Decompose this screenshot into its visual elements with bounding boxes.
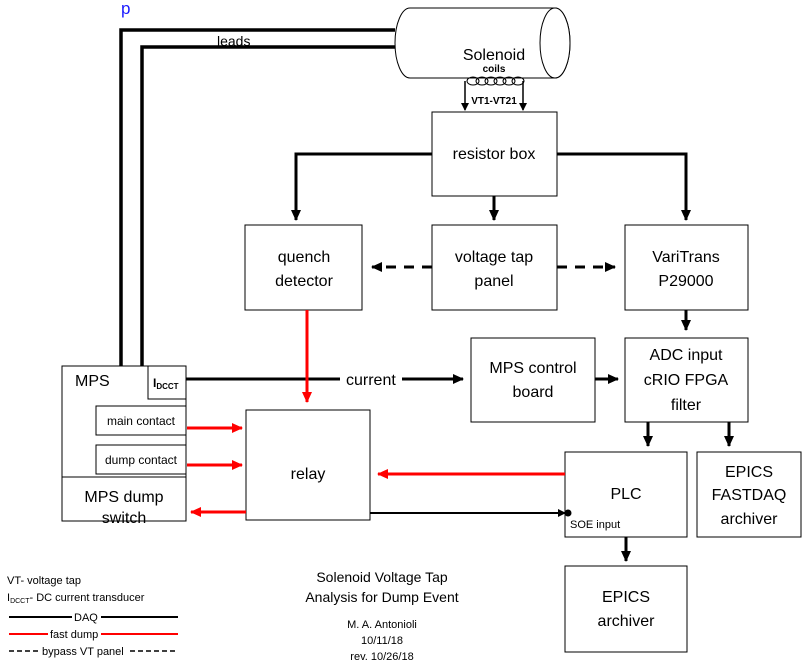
legend: VT- voltage tap IDCCT- DC current transd… bbox=[7, 575, 178, 658]
vt-taps-label: VT1-VT21 bbox=[471, 96, 517, 107]
idcct-label: IDCCT bbox=[153, 376, 179, 391]
resistor-box-label: resistor box bbox=[453, 146, 536, 163]
epics-archiver-box bbox=[564, 565, 688, 653]
epics-fastdaq-label-1: EPICS bbox=[725, 464, 773, 481]
mps-dump-switch-label-1: MPS dump bbox=[84, 489, 163, 506]
dump-contact-box bbox=[95, 444, 187, 475]
voltage-tap-panel-box bbox=[431, 224, 558, 311]
mps-dump-switch-label-2: switch bbox=[102, 510, 146, 527]
header-fragment: p bbox=[121, 0, 130, 18]
title-date: 10/11/18 bbox=[361, 635, 403, 647]
legend-bypass: bypass VT panel bbox=[42, 646, 124, 658]
legend-daq: DAQ bbox=[74, 612, 98, 624]
plc-label: PLC bbox=[610, 486, 641, 503]
adc-label-3: filter bbox=[671, 397, 702, 414]
relay-box bbox=[245, 409, 371, 521]
relay-label: relay bbox=[291, 466, 326, 483]
epics-fastdaq-label-3: archiver bbox=[721, 511, 779, 528]
adc-label-2: cRIO FPGA bbox=[644, 372, 729, 389]
legend-vt: VT- voltage tap bbox=[7, 575, 81, 587]
resistor-outputs bbox=[291, 152, 691, 221]
quench-detector-label-2: detector bbox=[275, 273, 333, 290]
main-contact-label: main contact bbox=[107, 414, 176, 428]
mps-control-board-label-1: MPS control bbox=[489, 360, 576, 377]
coils-label: coils bbox=[483, 64, 506, 75]
leads-lines bbox=[119, 28, 395, 366]
adc-label-1: ADC input bbox=[650, 347, 723, 364]
legend-idcct: IDCCT- DC current transducer bbox=[7, 592, 145, 605]
quench-detector-box bbox=[244, 224, 363, 311]
adc-outputs bbox=[643, 422, 734, 447]
solenoid: Solenoid coils VT1-VT21 bbox=[394, 7, 571, 111]
epics-fastdaq-label-2: FASTDAQ bbox=[712, 487, 787, 504]
idcct-box bbox=[147, 365, 187, 400]
coil-loops bbox=[466, 76, 525, 86]
leads-label: leads bbox=[217, 33, 250, 49]
voltage-tap-panel-label-1: voltage tap bbox=[455, 249, 533, 266]
legend-fast-dump: fast dump bbox=[50, 629, 98, 641]
varitrans-label-2: P29000 bbox=[658, 273, 713, 290]
mps-label: MPS bbox=[75, 373, 110, 390]
mps-control-board-box bbox=[470, 337, 596, 423]
main-contact-box bbox=[95, 405, 187, 436]
epics-fastdaq-box bbox=[696, 451, 802, 538]
solenoid-title: Solenoid bbox=[463, 47, 525, 64]
title-line-1: Solenoid Voltage Tap bbox=[316, 569, 448, 585]
dump-contact-label: dump contact bbox=[105, 453, 178, 467]
voltage-tap-panel-label-2: panel bbox=[474, 273, 513, 290]
title-rev: rev. 10/26/18 bbox=[350, 651, 413, 663]
title-line-2: Analysis for Dump Event bbox=[305, 589, 458, 605]
adc-box bbox=[624, 337, 749, 423]
soe-input-label: SOE input bbox=[570, 519, 620, 531]
title-author: M. A. Antonioli bbox=[347, 619, 417, 631]
plc-box bbox=[564, 451, 688, 538]
varitrans-label-1: VariTrans bbox=[652, 249, 720, 266]
epics-archiver-label-2: archiver bbox=[598, 613, 656, 630]
epics-archiver-label-1: EPICS bbox=[602, 589, 650, 606]
soe-dot bbox=[564, 509, 572, 517]
title-block: Solenoid Voltage Tap Analysis for Dump E… bbox=[305, 569, 458, 663]
current-label: current bbox=[346, 372, 396, 389]
mps-control-board-label-2: board bbox=[513, 384, 554, 401]
varitrans-box bbox=[624, 224, 749, 311]
quench-detector-label-1: quench bbox=[278, 249, 331, 266]
